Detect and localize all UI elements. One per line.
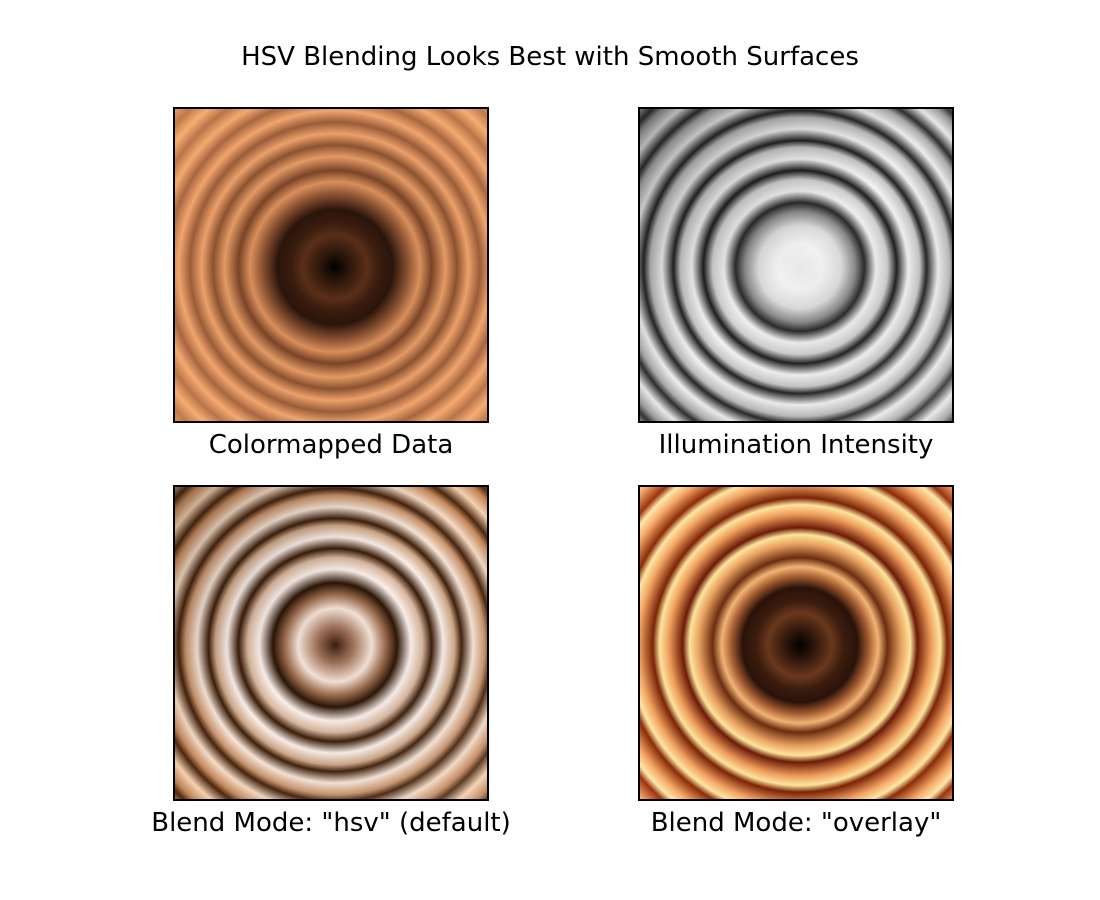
blend-mode-overlay-image	[638, 485, 954, 801]
caption-illumination-intensity: Illumination Intensity	[658, 430, 934, 460]
figure-title: HSV Blending Looks Best with Smooth Surf…	[241, 42, 859, 72]
colormapped-data-image	[173, 107, 489, 423]
caption-colormapped-data: Colormapped Data	[208, 430, 454, 460]
blend-mode-hsv-svg	[175, 487, 487, 799]
colormapped-data-svg	[175, 109, 487, 421]
blend-mode-overlay-svg	[640, 487, 952, 799]
caption-blend-mode-overlay: Blend Mode: "overlay"	[650, 808, 942, 838]
illumination-intensity-svg	[640, 109, 952, 421]
caption-blend-mode-hsv: Blend Mode: "hsv" (default)	[151, 808, 511, 838]
blend-mode-hsv-image	[173, 485, 489, 801]
illumination-intensity-image	[638, 107, 954, 423]
